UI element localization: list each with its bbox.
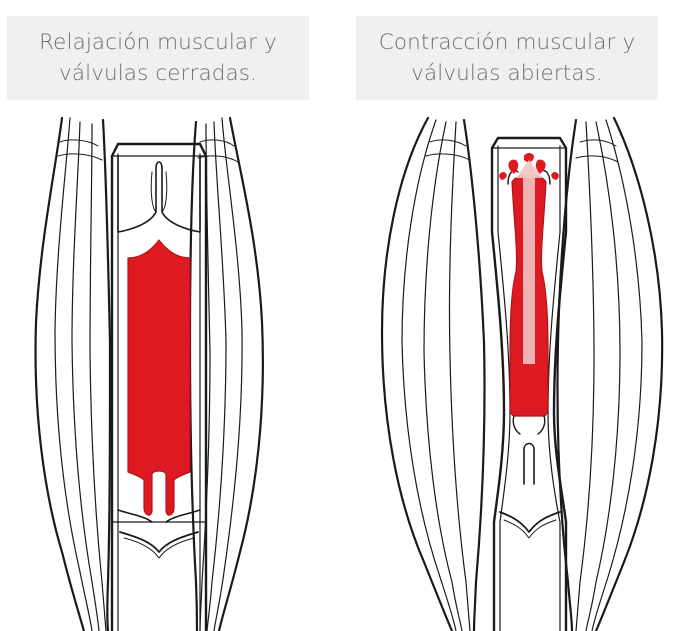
caption-relaxation-line2: válvulas cerradas. <box>39 58 277 89</box>
lower-valve-closed <box>118 510 200 558</box>
caption-contraction-line1: Contracción muscular y <box>379 27 635 58</box>
caption-contraction: Contracción muscular y válvulas abiertas… <box>356 16 658 100</box>
upper-valve-closed <box>118 156 200 232</box>
left-muscle-contracted <box>382 118 485 631</box>
contracted-vein-illustration <box>348 112 688 631</box>
blood-column <box>128 240 190 515</box>
caption-relaxation: Relajación muscular y válvulas cerradas. <box>7 16 309 100</box>
right-muscle-illustration <box>190 118 263 631</box>
relaxed-vein-illustration <box>0 112 340 631</box>
right-muscle-contracted <box>557 118 662 631</box>
caption-contraction-line2: válvulas abiertas. <box>379 58 635 89</box>
left-muscle-illustration <box>36 118 110 631</box>
caption-relaxation-line1: Relajación muscular y <box>39 27 277 58</box>
